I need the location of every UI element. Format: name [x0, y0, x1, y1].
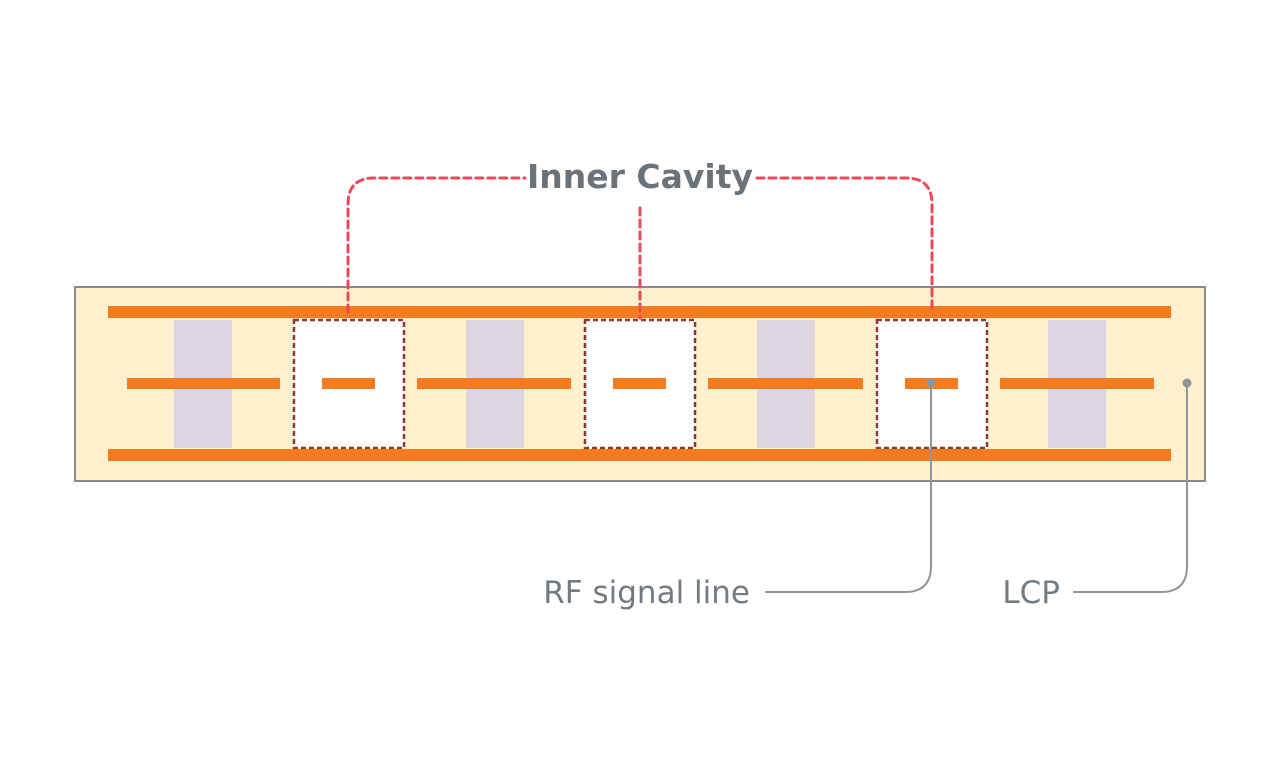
lcp-leader — [1073, 378, 1192, 593]
rf-signal-line-label: RF signal line — [543, 575, 750, 611]
signal-segment — [1000, 378, 1154, 389]
signal-segment — [613, 378, 666, 389]
signal-segment — [127, 378, 280, 389]
signal-segment — [708, 378, 863, 389]
signal-segment — [417, 378, 571, 389]
signal-segment — [322, 378, 375, 389]
diagram-title: Inner Cavity — [527, 157, 753, 196]
lcp-label: LCP — [1002, 575, 1060, 611]
bottom-ground-plane — [108, 449, 1171, 461]
inner-cavity-bracket — [346, 176, 934, 320]
rf-signal-line-leader — [765, 378, 936, 593]
